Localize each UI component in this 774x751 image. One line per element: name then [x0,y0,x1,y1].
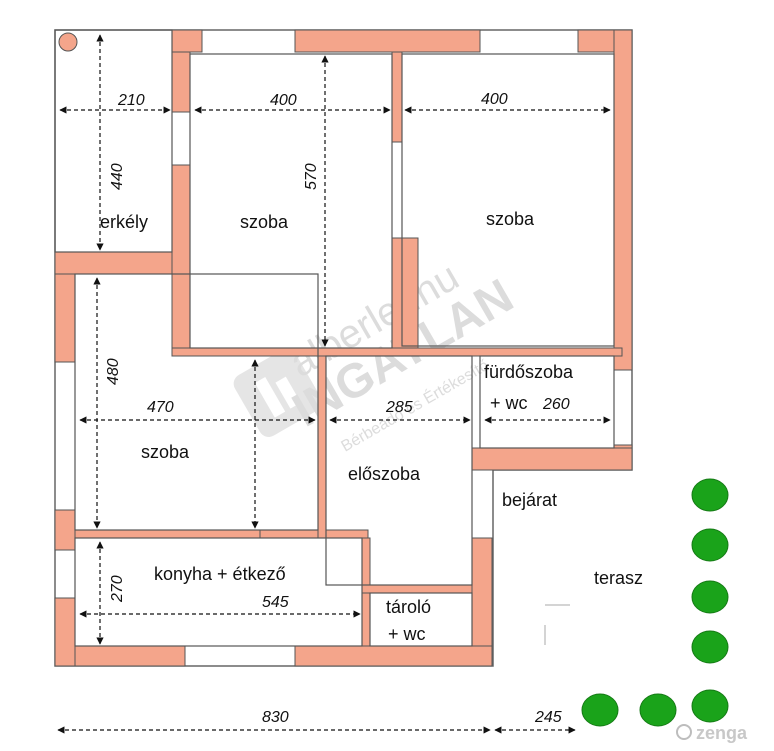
dim-balcony-depth: 440 [109,163,126,190]
tree-icon [691,528,729,562]
tree-icon [639,693,677,727]
hall-outline [325,355,473,586]
label-entrance: bejárat [502,490,557,510]
tree-icon [691,689,729,723]
label-storage-line1: tároló [386,597,431,617]
label-bathroom-line2: + wc [490,393,528,413]
radiator-circle-icon [58,32,78,52]
zenga-logo-text: zenga [696,723,748,743]
label-bathroom-line1: fürdőszoba [484,362,574,382]
dim-room3-width: 470 [147,399,174,416]
tree-icon [691,630,729,664]
terrace-marks [544,604,570,645]
dim-terrace-width: 245 [534,709,562,726]
balcony-outline [54,29,173,253]
dim-kitchen-depth: 270 [109,575,126,603]
label-hall: előszoba [348,464,421,484]
room3-outline [74,273,319,531]
label-balcony: erkély [100,212,148,232]
tree-icon [581,693,619,727]
room-labels: erkély szoba szoba szoba fürdőszoba + wc… [100,209,643,644]
room-outlines [54,29,615,647]
label-room2: szoba [486,209,535,229]
dim-hall-width: 285 [385,399,413,416]
dim-bathroom-width: 260 [542,396,570,413]
room2-outline [401,53,615,347]
dim-room3-depth: 480 [105,358,122,385]
zenga-logo: zenga [676,723,748,743]
dim-balcony-width: 210 [117,92,145,109]
label-storage-line2: + wc [388,624,426,644]
dimension-labels: 210 440 400 570 400 480 470 285 260 270 … [105,91,570,726]
tree-icon [691,580,729,614]
storage-outline [369,592,473,647]
trees [581,478,729,727]
dimension-lines [57,34,611,734]
bathroom-outline [479,355,615,449]
walls [54,29,633,667]
dim-room1-width: 400 [270,92,297,109]
tree-icon [691,478,729,512]
label-kitchen: konyha + étkező [154,564,286,584]
zenga-logo-icon [676,724,692,740]
room1-outline [189,53,393,349]
label-room3: szoba [141,442,190,462]
dim-kitchen-width: 545 [262,594,289,611]
label-terrace: terasz [594,568,643,588]
dim-room2-width: 400 [481,91,508,108]
dim-total-width: 830 [262,709,289,726]
kitchen-outline [74,537,363,647]
dim-room1-depth: 570 [303,163,320,190]
label-room1: szoba [240,212,289,232]
